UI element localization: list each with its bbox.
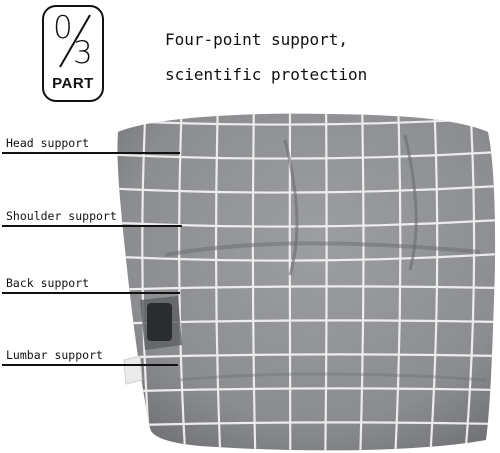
care-tag [123, 355, 143, 385]
callout-back-support: Back support [6, 276, 90, 290]
callout-leader-shoulder [2, 225, 182, 227]
callout-leader-back [2, 292, 180, 294]
headline-line-2: scientific protection [165, 65, 368, 84]
callout-shoulder-support: Shoulder support [6, 209, 117, 223]
badge-label: PART [52, 75, 94, 92]
badge-numerator: 0 [53, 10, 73, 46]
callout-lumbar-support: Lumbar support [6, 348, 103, 362]
badge-denominator: 3 [73, 35, 93, 71]
headline-line-1: Four-point support, [165, 30, 349, 49]
part-badge: 0 3 PART [42, 5, 104, 102]
callout-head-support: Head support [6, 136, 90, 150]
pillow-body [117, 113, 496, 451]
callout-leader-lumbar [2, 364, 178, 366]
callout-leader-head [2, 152, 180, 154]
